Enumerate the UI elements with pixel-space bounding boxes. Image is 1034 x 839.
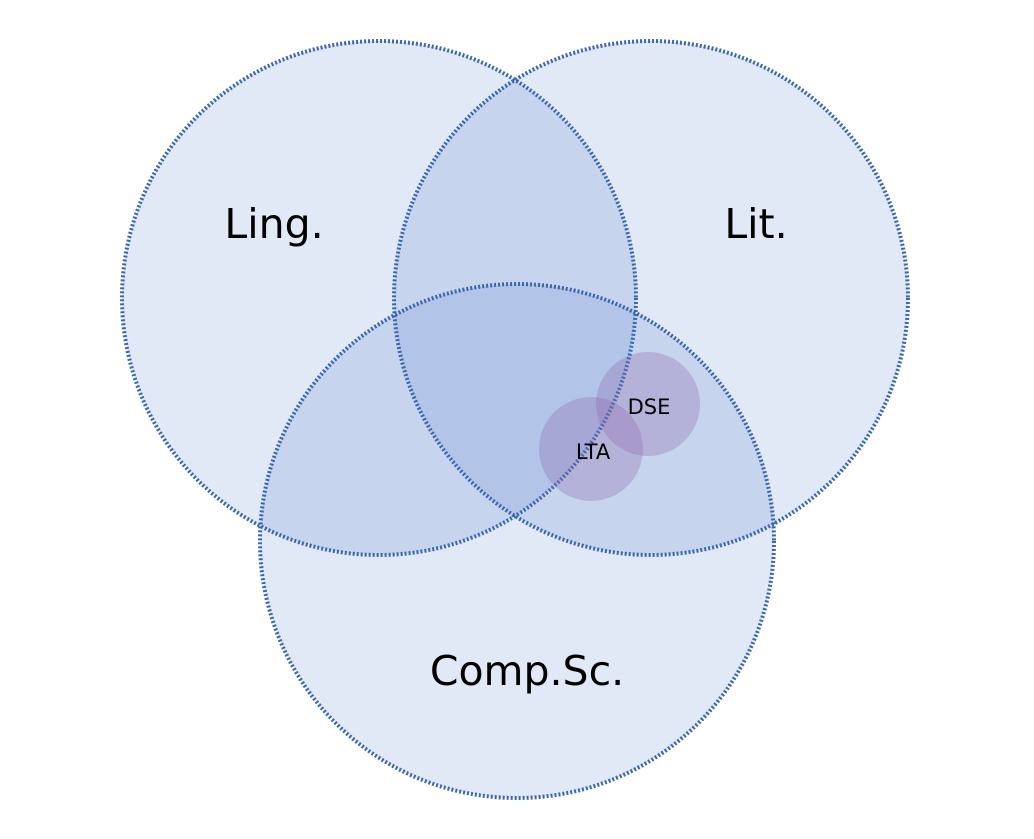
compsc-circle xyxy=(258,282,776,800)
lta-label: LTA xyxy=(576,440,611,464)
lit-circle xyxy=(392,39,910,557)
ling-label: Ling. xyxy=(224,200,323,248)
lta-circle xyxy=(539,397,643,501)
ling-circle xyxy=(120,39,638,557)
lit-label: Lit. xyxy=(724,200,787,248)
dse-label: DSE xyxy=(628,395,671,419)
dse-circle xyxy=(596,352,700,456)
compsc-label: Comp.Sc. xyxy=(430,647,624,695)
